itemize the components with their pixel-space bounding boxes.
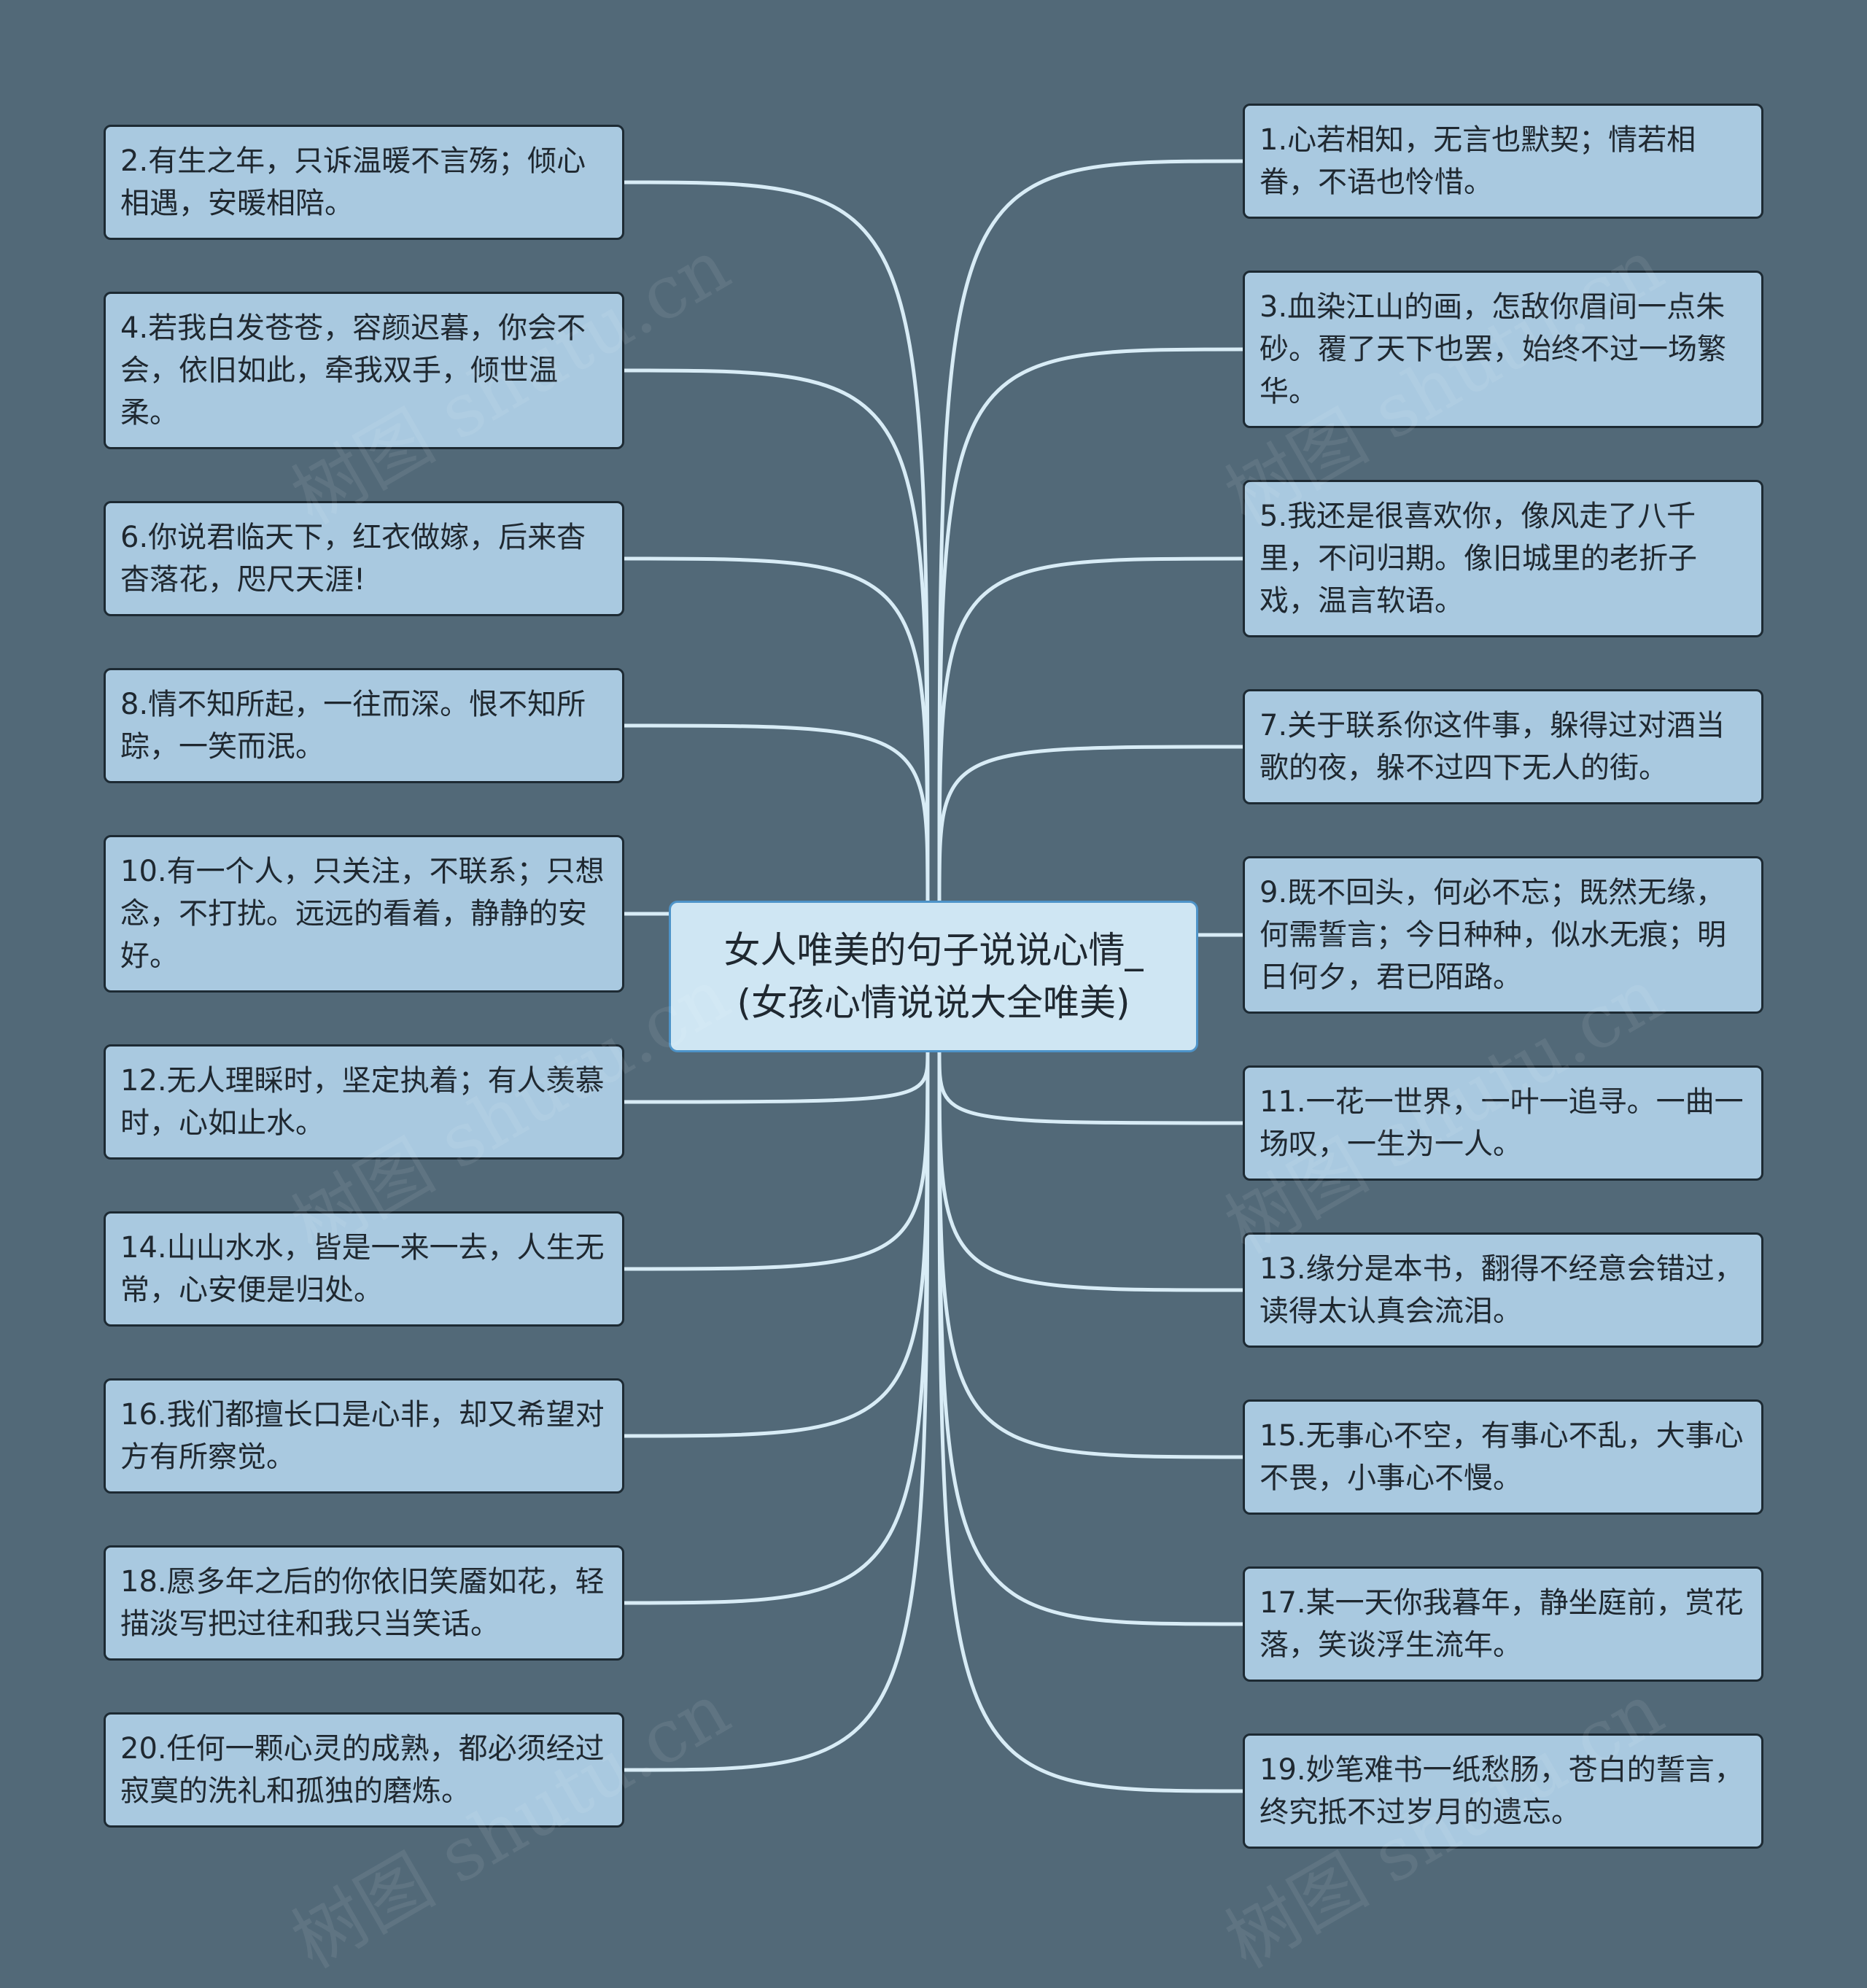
- connector-line: [624, 556, 930, 901]
- connector-line: [624, 1052, 930, 1271]
- topic-node-17[interactable]: 17.某一天你我暮年，静坐庭前，赏花落，笑谈浮生流年。: [1243, 1566, 1763, 1682]
- topic-node-12[interactable]: 12.无人理睬时，坚定执着；有人羡慕时，心如止水。: [104, 1044, 624, 1160]
- connector-line: [624, 1052, 930, 1104]
- topic-node-3[interactable]: 3.血染江山的画，怎敌你眉间一点朱砂。覆了天下也罢，始终不过一场繁华。: [1243, 271, 1763, 428]
- connector-line: [937, 745, 1243, 901]
- topic-node-19[interactable]: 19.妙笔难书一纸愁肠，苍白的誓言，终究抵不过岁月的遗忘。: [1243, 1733, 1763, 1849]
- topic-node-11[interactable]: 11.一花一世界，一叶一追寻。一曲一场叹，一生为一人。: [1243, 1065, 1763, 1181]
- connector-line: [624, 1052, 930, 1605]
- connector-line: [937, 159, 1243, 901]
- topic-node-8[interactable]: 8.情不知所起，一往而深。恨不知所踪，一笑而泯。: [104, 668, 624, 783]
- topic-node-18[interactable]: 18.愿多年之后的你依旧笑靥如花，轻描淡写把过往和我只当笑话。: [104, 1545, 624, 1661]
- topic-node-15[interactable]: 15.无事心不空，有事心不乱，大事心不畏，小事心不慢。: [1243, 1399, 1763, 1515]
- connector-line: [937, 1052, 1243, 1626]
- connector-line: [937, 1052, 1243, 1292]
- topic-node-9[interactable]: 9.既不回头，何必不忘；既然无缘，何需誓言；今日种种，似水无痕；明日何夕，君已陌…: [1243, 856, 1763, 1014]
- connector-line: [624, 180, 930, 901]
- topic-node-13[interactable]: 13.缘分是本书，翻得不经意会错过，读得太认真会流泪。: [1243, 1232, 1763, 1348]
- topic-node-1[interactable]: 1.心若相知，无言也默契；情若相眷，不语也怜惜。: [1243, 104, 1763, 219]
- topic-node-14[interactable]: 14.山山水水，皆是一来一去，人生无常，心安便是归处。: [104, 1211, 624, 1327]
- topic-node-2[interactable]: 2.有生之年，只诉温暖不言殇；倾心相遇，安暖相陪。: [104, 125, 624, 240]
- topic-node-20[interactable]: 20.任何一颗心灵的成熟，都必须经过寂寞的洗礼和孤独的磨炼。: [104, 1712, 624, 1828]
- connector-line: [937, 1052, 1243, 1125]
- connector-line: [624, 368, 930, 901]
- topic-node-16[interactable]: 16.我们都擅长口是心非，却又希望对方有所察觉。: [104, 1378, 624, 1494]
- topic-node-7[interactable]: 7.关于联系你这件事，躲得过对酒当歌的夜，躲不过四下无人的街。: [1243, 689, 1763, 804]
- central-topic[interactable]: 女人唯美的句子说说心情_ (女孩心情说说大全唯美): [669, 901, 1198, 1052]
- central-topic-line-1: 女人唯美的句子说说心情_: [723, 929, 1144, 971]
- central-topic-line-2: (女孩心情说说大全唯美): [737, 982, 1130, 1024]
- topic-node-5[interactable]: 5.我还是很喜欢你，像风走了八千里，不问归期。像旧城里的老折子戏，温言软语。: [1243, 480, 1763, 637]
- connector-line: [937, 1052, 1243, 1459]
- connector-line: [937, 1052, 1243, 1793]
- topic-node-4[interactable]: 4.若我白发苍苍，容颜迟暮，你会不会，依旧如此，牵我双手，倾世温柔。: [104, 292, 624, 449]
- connector-line: [624, 723, 930, 901]
- connector-line: [624, 1052, 930, 1438]
- topic-node-6[interactable]: 6.你说君临天下，红衣做嫁，后来杳杳落花，咫尺天涯!: [104, 501, 624, 616]
- connector-line: [937, 347, 1243, 901]
- connector-line: [624, 1052, 930, 1772]
- topic-node-10[interactable]: 10.有一个人，只关注，不联系；只想念，不打扰。远远的看着，静静的安好。: [104, 835, 624, 993]
- connector-line: [937, 556, 1243, 901]
